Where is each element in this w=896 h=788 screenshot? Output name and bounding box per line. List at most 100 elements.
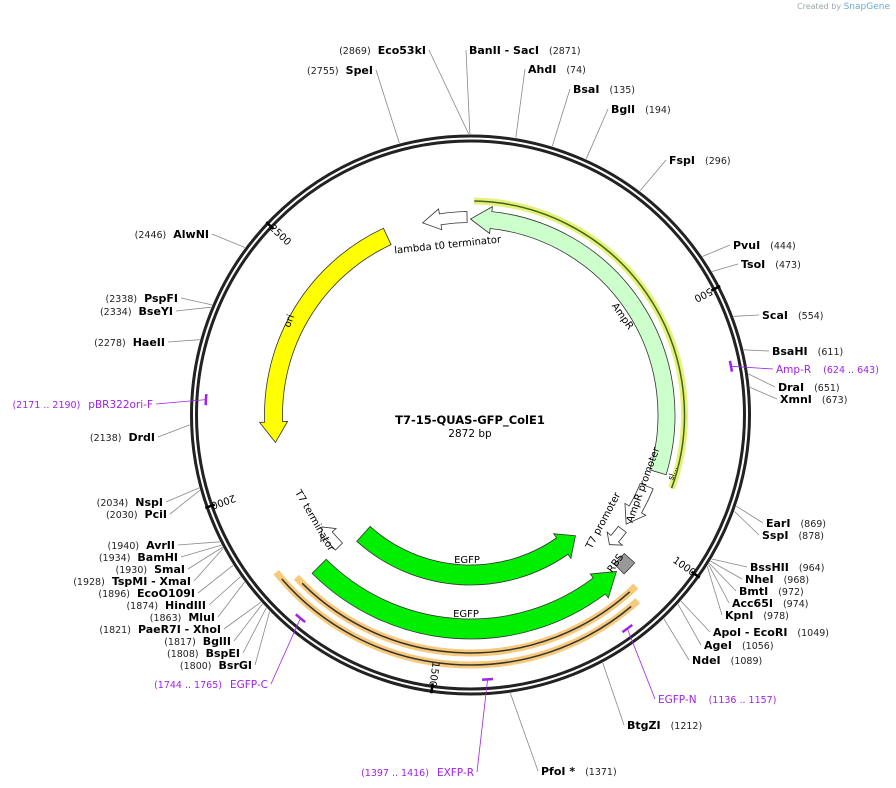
site-label[interactable]: (1800)BsrGI <box>180 659 252 672</box>
primer-exfp-r[interactable]: (1397 .. 1416)EXFP-R <box>361 677 494 779</box>
site-pspfi[interactable]: (2338)PspFI <box>106 292 213 306</box>
site-xmni[interactable]: XmnI(673) <box>749 387 847 406</box>
t7-promoter-feature[interactable] <box>606 525 627 546</box>
site-bgli[interactable]: BglI(194) <box>585 103 671 160</box>
site-label[interactable]: NheI(968) <box>745 573 809 586</box>
ori-feature[interactable] <box>258 227 392 444</box>
site-pfoi-[interactable]: PfoI *(1371) <box>509 693 617 778</box>
site-bseyi[interactable]: (2334)BseYI <box>100 305 212 318</box>
site-nspi[interactable]: (2034)NspI <box>97 487 200 509</box>
site-label[interactable]: (1821)PaeR7I - XhoI <box>99 623 221 636</box>
primer-label[interactable]: Amp-R(624 .. 643) <box>776 364 879 376</box>
site-avrii[interactable]: (1940)AvrII <box>108 539 220 552</box>
site-label[interactable]: (1934)BamHI <box>99 551 178 564</box>
site-bglii[interactable]: (1817)BglII <box>164 603 263 648</box>
site-label[interactable]: (2138)DrdI <box>90 431 155 444</box>
site-label[interactable]: XmnI(673) <box>780 393 847 406</box>
lambda-terminator-feature[interactable] <box>421 208 468 231</box>
site-bsai[interactable]: BsaI(135) <box>551 83 635 147</box>
site-label[interactable]: SspI(878) <box>762 529 824 542</box>
site-agei[interactable]: AgeI(1056) <box>677 604 774 652</box>
site-label[interactable]: (2446)AlwNI <box>135 228 209 241</box>
site-label[interactable]: Acc65I(974) <box>732 597 809 610</box>
site-bspei[interactable]: (1808)BspEI <box>167 607 267 660</box>
site-smai[interactable]: (1930)SmaI <box>116 546 223 576</box>
site-label[interactable]: BssHII(964) <box>750 561 824 574</box>
site-bsahi[interactable]: BsaHI(611) <box>743 345 843 358</box>
site-label[interactable]: KpnI(978) <box>725 609 789 622</box>
primer-pbr322ori-f[interactable]: (2171 .. 2190)pBR322ori-F <box>12 394 208 411</box>
site-label[interactable]: (1940)AvrII <box>108 539 176 552</box>
site-label[interactable]: EarI(869) <box>766 517 826 530</box>
site-label[interactable]: TsoI(473) <box>741 258 801 271</box>
site-btgzi[interactable]: BtgZI(1212) <box>602 662 702 732</box>
ampr-promoter-feature[interactable] <box>624 483 654 525</box>
egfp-feature-inner[interactable] <box>356 525 576 586</box>
primer-label[interactable]: EGFP-N(1136 .. 1157) <box>658 694 776 706</box>
site-drdi[interactable]: (2138)DrdI <box>90 424 190 444</box>
t7-terminator-feature[interactable] <box>320 526 344 551</box>
site-ndei[interactable]: NdeI(1089) <box>663 618 762 667</box>
site-fspi[interactable]: FspI(296) <box>639 154 731 192</box>
primer-label[interactable]: (2171 .. 2190)pBR322ori-F <box>12 399 153 411</box>
site-scai[interactable]: ScaI(554) <box>733 309 824 322</box>
site-bsshii[interactable]: BssHII(964) <box>711 558 825 574</box>
site-haeii[interactable]: (2278)HaeII <box>94 336 200 349</box>
site-pcii[interactable]: (2030)PciI <box>106 489 201 521</box>
site-label[interactable]: ScaI(554) <box>762 309 824 322</box>
rbs-feature[interactable] <box>613 552 636 575</box>
site-mlui[interactable]: (1863)MluI <box>150 581 245 624</box>
site-label[interactable]: NdeI(1089) <box>692 654 762 667</box>
site-label[interactable]: BsaI(135) <box>573 83 635 96</box>
site-label[interactable]: BsaHI(611) <box>772 345 843 358</box>
site-bmti[interactable]: BmtI(972) <box>708 562 804 598</box>
site-nhei[interactable]: NheI(968) <box>710 560 810 586</box>
site-label[interactable]: (2755)SpeI <box>307 64 373 77</box>
site-tspmi-xmai[interactable]: (1928)TspMI - XmaI <box>73 548 224 588</box>
site-pvui[interactable]: PvuI(444) <box>702 239 796 257</box>
site-eco53ki[interactable]: (2869)Eco53kI <box>339 44 470 135</box>
site-bamhi[interactable]: (1934)BamHI <box>99 544 222 564</box>
site-label[interactable]: (2334)BseYI <box>100 305 173 318</box>
site-acc65i[interactable]: Acc65I(974) <box>708 564 809 610</box>
site-hindiii[interactable]: (1874)HindIII <box>126 576 241 612</box>
site-label[interactable]: (1863)MluI <box>150 611 215 624</box>
site-label[interactable]: AgeI(1056) <box>704 639 774 652</box>
site-spei[interactable]: (2755)SpeI <box>307 64 400 144</box>
primer-egfp-n[interactable]: EGFP-N(1136 .. 1157) <box>621 623 776 706</box>
site-label[interactable]: (1928)TspMI - XmaI <box>73 575 191 588</box>
site-label[interactable]: BglI(194) <box>611 103 671 116</box>
site-alwni[interactable]: (2446)AlwNI <box>135 228 246 248</box>
egfp-feature-outer[interactable] <box>311 558 618 640</box>
ampr-feature[interactable] <box>469 205 676 476</box>
site-apoi-ecori[interactable]: ApoI - EcoRI(1049) <box>680 600 829 639</box>
site-label[interactable]: (2030)PciI <box>106 508 167 521</box>
site-label[interactable]: (1896)EcoO109I <box>98 587 195 600</box>
primer-egfp-c[interactable]: (1744 .. 1765)EGFP-C <box>154 613 306 691</box>
site-label[interactable]: AhdI(74) <box>528 63 586 76</box>
site-bsrgi[interactable]: (1800)BsrGI <box>180 611 271 672</box>
site-label[interactable]: FspI(296) <box>669 154 731 167</box>
site-paer7i-xhoi[interactable]: (1821)PaeR7I - XhoI <box>99 601 262 636</box>
site-label[interactable]: (2869)Eco53kI <box>339 44 426 57</box>
site-label[interactable]: (1808)BspEI <box>167 647 240 660</box>
site-ecoo109i[interactable]: (1896)EcoO109I <box>98 565 234 600</box>
site-label[interactable]: BanII - SacI(2871) <box>469 44 581 57</box>
site-label[interactable]: ApoI - EcoRI(1049) <box>713 626 829 639</box>
site-banii-saci[interactable]: BanII - SacI(2871) <box>465 44 581 135</box>
site-eari[interactable]: EarI(869) <box>736 505 826 530</box>
site-label[interactable]: (2338)PspFI <box>106 292 179 305</box>
site-label[interactable]: (2034)NspI <box>97 496 163 509</box>
site-label[interactable]: PvuI(444) <box>733 239 796 252</box>
primer-amp-r[interactable]: Amp-R(624 .. 643) <box>728 360 879 376</box>
site-tsoi[interactable]: TsoI(473) <box>711 258 801 272</box>
site-sspi[interactable]: SspI(878) <box>734 511 824 542</box>
primer-label[interactable]: (1397 .. 1416)EXFP-R <box>361 767 474 779</box>
site-label[interactable]: (2278)HaeII <box>94 336 165 349</box>
primer-label[interactable]: (1744 .. 1765)EGFP-C <box>154 679 268 691</box>
site-label[interactable]: PfoI *(1371) <box>541 765 617 778</box>
site-kpni[interactable]: KpnI(978) <box>706 566 789 622</box>
site-label[interactable]: (1817)BglII <box>164 635 231 648</box>
site-label[interactable]: BtgZI(1212) <box>627 719 702 732</box>
site-label[interactable]: (1930)SmaI <box>116 563 186 576</box>
